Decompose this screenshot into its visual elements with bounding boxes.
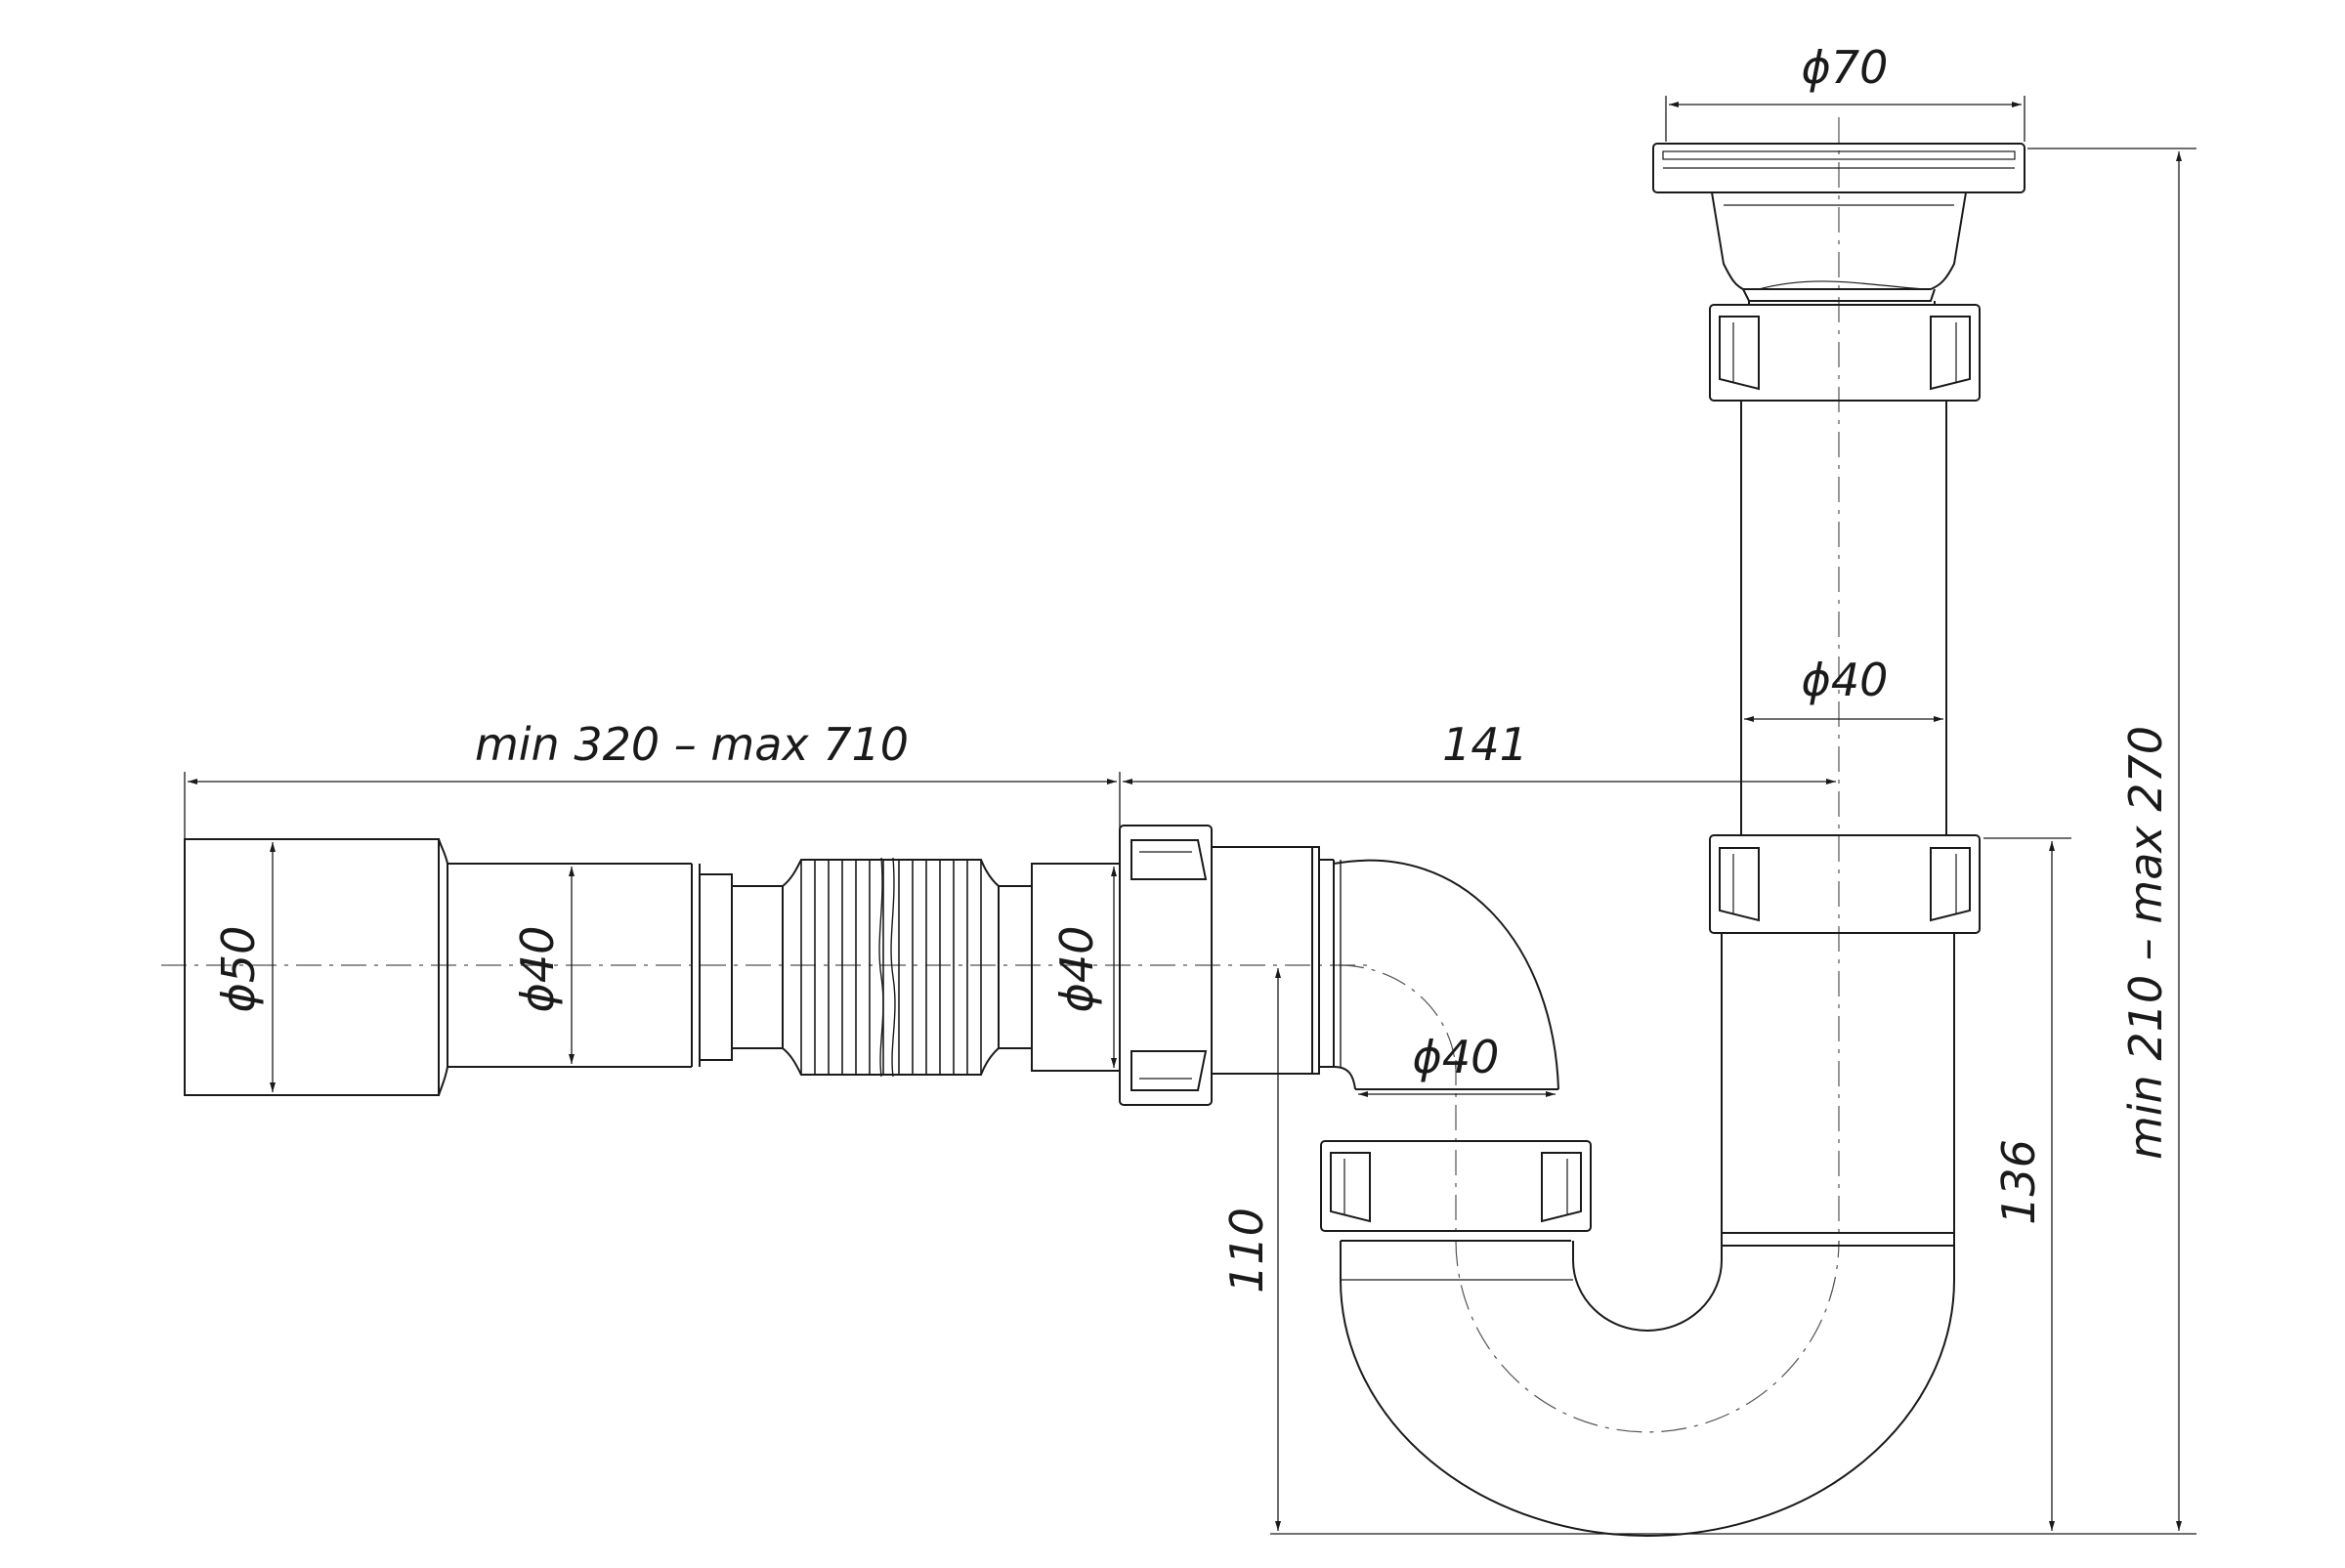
elbow xyxy=(1211,846,1559,1090)
label-horizontal-offset: 141 xyxy=(1442,718,1528,771)
outlet-end-sleeve xyxy=(184,838,440,1096)
label-total-height: min 210 – max 270 xyxy=(2119,726,2172,1160)
lower-union-nut xyxy=(1320,1140,1592,1242)
label-corrugated-end-diameter: ϕ40 xyxy=(1050,926,1103,1013)
label-outlet-pipe-diameter: ϕ40 xyxy=(511,926,564,1013)
center-lines xyxy=(161,117,1840,1433)
label-u-bend-height: 136 xyxy=(1992,1139,2045,1225)
u-bend xyxy=(1340,1241,1955,1537)
label-riser-diameter: ϕ40 xyxy=(1802,654,1889,706)
dimension-labels: ϕ70 ϕ40 min 320 – max 710 141 ϕ40 min 21… xyxy=(212,41,2172,1293)
drain-strainer xyxy=(1652,143,2025,305)
label-outlet-height: 110 xyxy=(1220,1208,1273,1293)
elbow-curve-axis xyxy=(1338,964,1457,1076)
outlet-collar xyxy=(731,885,784,1049)
label-outlet-end-diameter: ϕ50 xyxy=(212,926,265,1013)
outlet-pipe xyxy=(184,838,1121,1096)
outlet-step xyxy=(699,873,733,1061)
corrugated-hose xyxy=(782,857,1000,1078)
riser-tube xyxy=(1721,400,1955,1247)
riser-upper-nut xyxy=(1709,304,1981,402)
dimension-lines xyxy=(184,96,2196,1535)
label-outlet-length: min 320 – max 710 xyxy=(475,718,909,771)
u-bend-axis xyxy=(1455,1240,1840,1433)
riser-middle-nut xyxy=(1709,834,1981,934)
label-flange-diameter: ϕ70 xyxy=(1802,41,1889,94)
hose-collar xyxy=(998,885,1033,1049)
label-elbow-diameter: ϕ40 xyxy=(1413,1031,1500,1083)
